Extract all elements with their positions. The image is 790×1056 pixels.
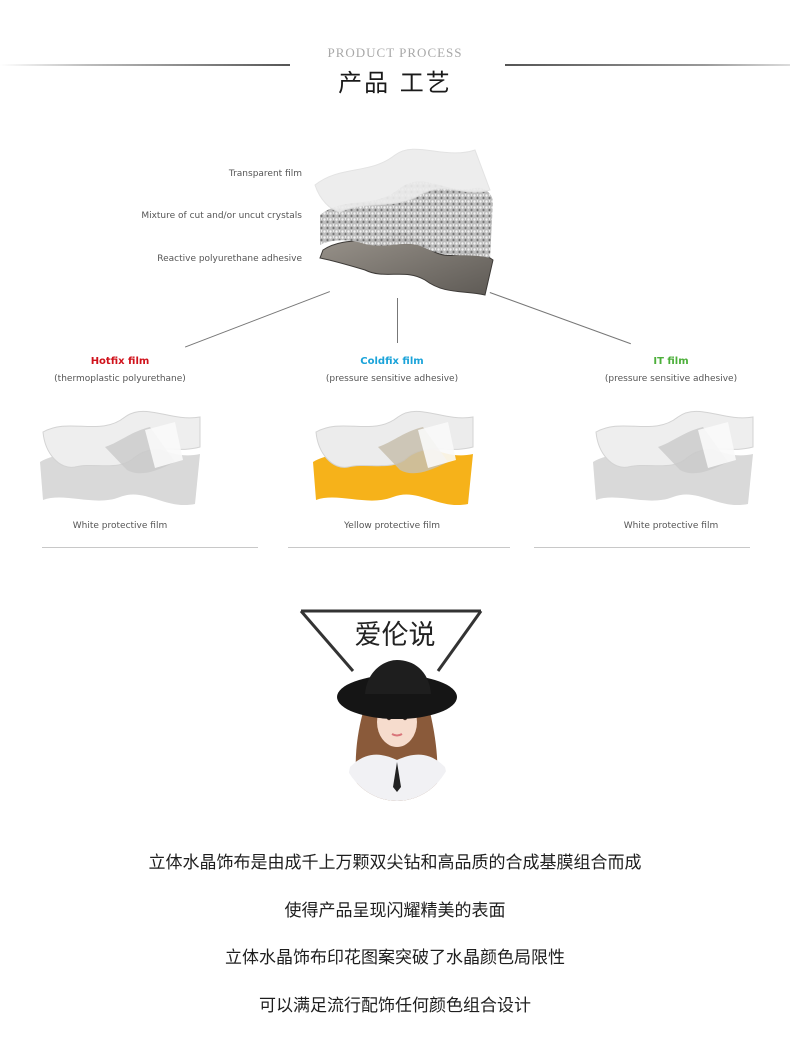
film-protective-coldfix: Yellow protective film [344, 521, 440, 531]
layer-label-adhesive: Reactive polyurethane adhesive [157, 254, 302, 264]
coldfix-film-illustration [313, 410, 474, 506]
connector-line-center [397, 298, 398, 343]
description-line-1: 立体水晶饰布是由成千上万颗双尖钻和高品质的合成基膜组合而成 [148, 853, 642, 873]
film-subtitle-coldfix: (pressure sensitive adhesive) [325, 374, 459, 384]
speaker-title: 爱伦说 [354, 620, 436, 651]
description-line-3: 立体水晶饰布印花图案突破了水晶颜色局限性 [225, 948, 565, 968]
film-divider-coldfix [288, 547, 510, 548]
page-title: 产品 工艺 [338, 69, 452, 97]
avatar [337, 660, 457, 801]
layer-label-transparent: Transparent film [228, 169, 302, 179]
layer-stack-illustration [314, 148, 494, 296]
film-subtitle-it: (pressure sensitive adhesive) [604, 374, 738, 384]
film-protective-it: White protective film [623, 521, 719, 531]
film-title-hotfix: Hotfix film [90, 356, 150, 367]
header-divider-right [505, 64, 790, 66]
description-line-4: 可以满足流行配饰任何颜色组合设计 [259, 996, 531, 1016]
layer-label-crystals: Mixture of cut and/or uncut crystals [141, 211, 302, 221]
film-protective-hotfix: White protective film [72, 521, 168, 531]
connector-line-right [489, 292, 631, 345]
film-divider-hotfix [42, 547, 258, 548]
film-divider-it [534, 547, 750, 548]
speaker-frame [299, 609, 483, 672]
description-line-2: 使得产品呈现闪耀精美的表面 [284, 901, 506, 921]
film-title-coldfix: Coldfix film [360, 356, 424, 367]
header-subtitle: PRODUCT PROCESS [327, 45, 463, 60]
connector-line-left [184, 291, 330, 348]
header-divider-left [0, 64, 290, 66]
film-subtitle-hotfix: (thermoplastic polyurethane) [54, 374, 186, 384]
it-film-illustration [593, 410, 754, 506]
film-title-it: IT film [653, 356, 689, 367]
hotfix-film-illustration [40, 410, 201, 506]
